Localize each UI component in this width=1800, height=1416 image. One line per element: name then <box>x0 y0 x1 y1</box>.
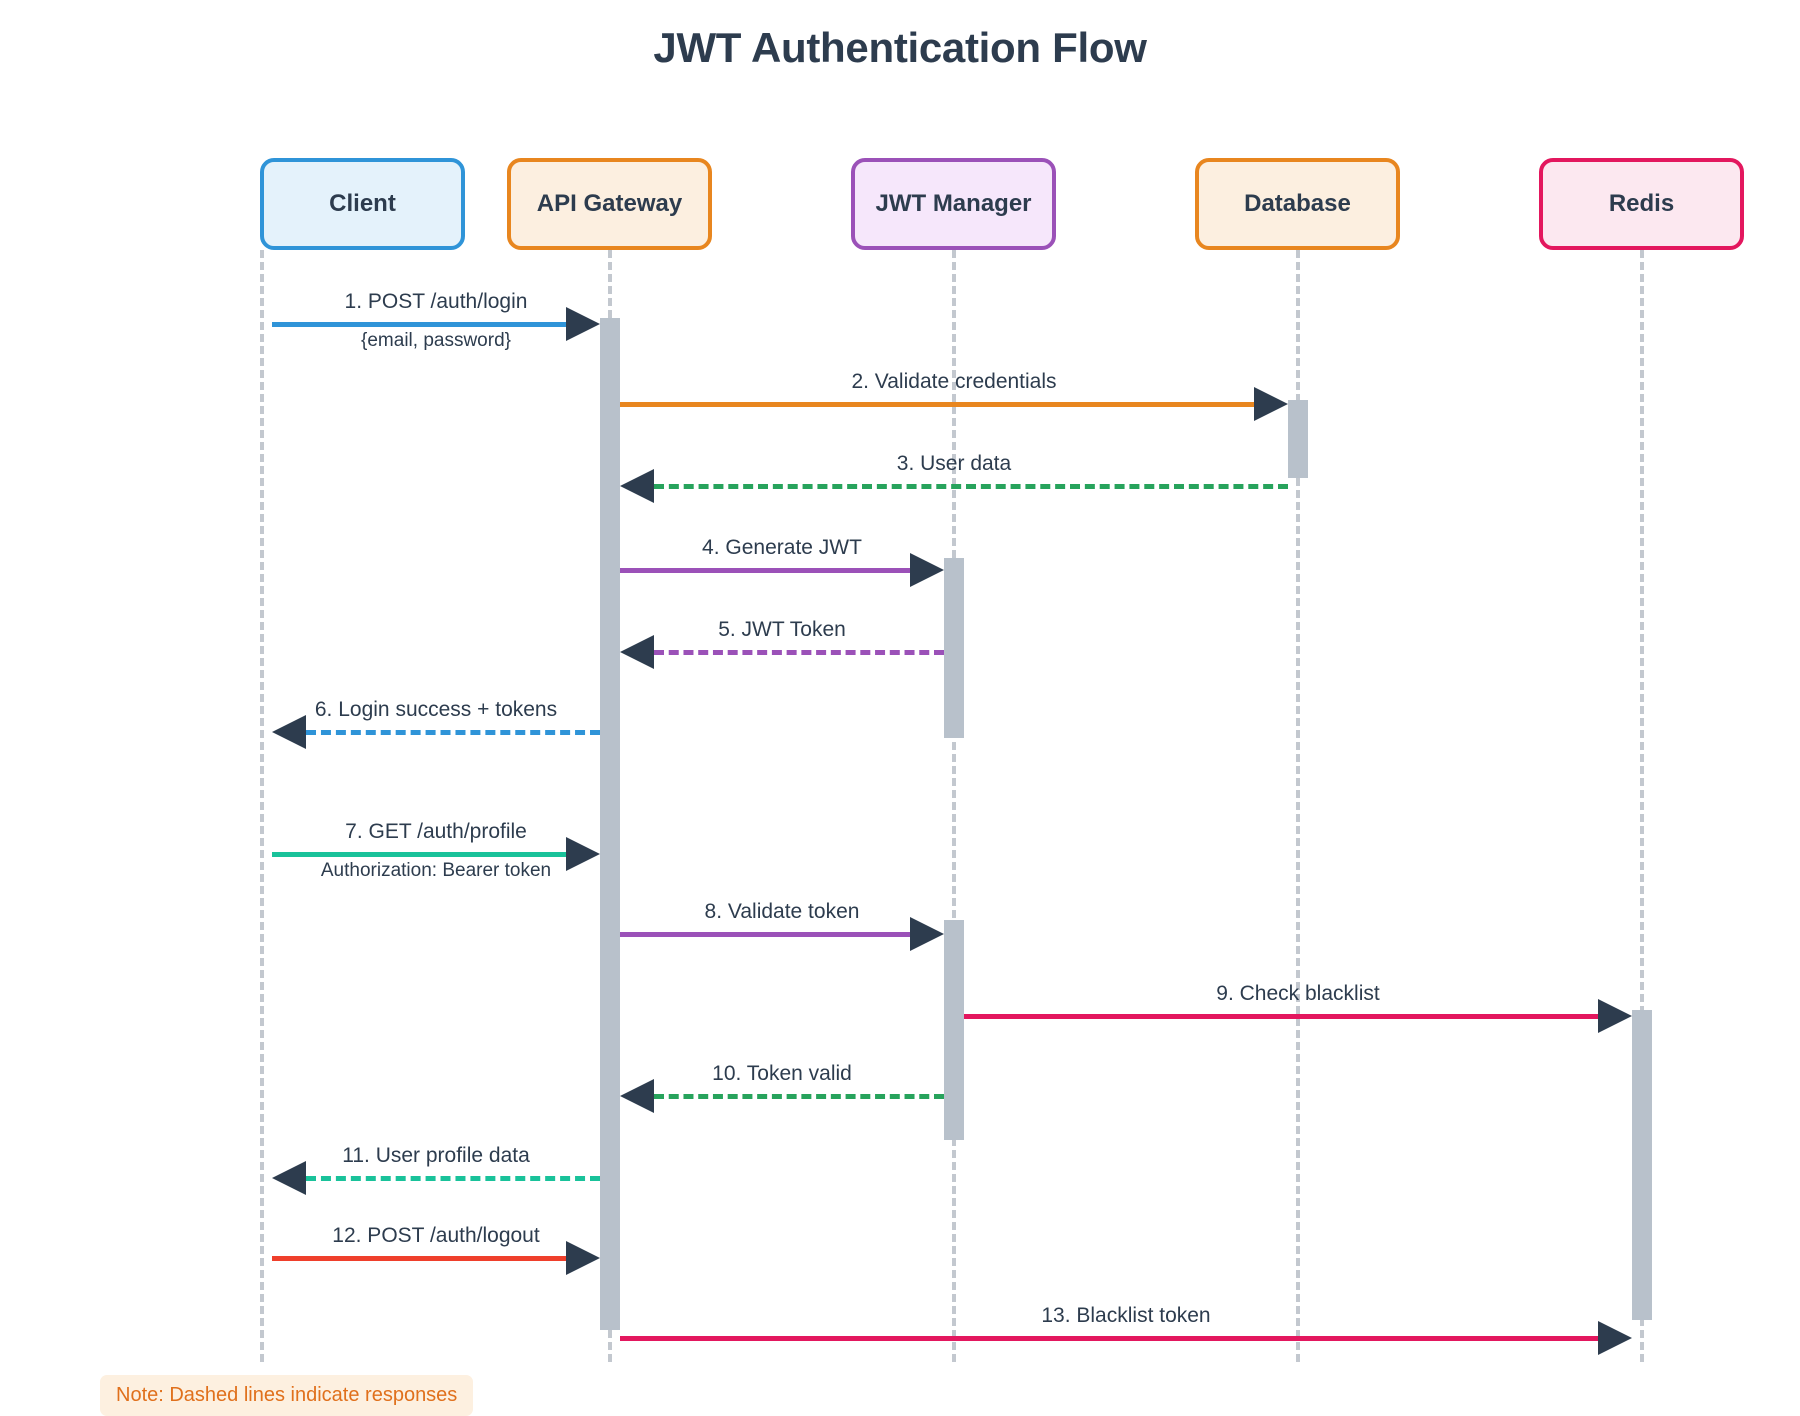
message-4-line <box>620 568 910 573</box>
message-4-arrowhead <box>910 553 944 587</box>
participant-label-redis: Redis <box>1608 190 1675 217</box>
message-9-label: 9. Check blacklist <box>1216 982 1380 1005</box>
message-7-line <box>272 852 566 857</box>
message-11-line <box>306 1176 600 1181</box>
participant-label-database: Database <box>1244 190 1351 217</box>
message-13-arrowhead <box>1598 1321 1632 1355</box>
message-9-line <box>964 1014 1598 1019</box>
message-7-arrowhead <box>566 837 600 871</box>
message-3-line <box>654 484 1288 489</box>
activation-bar-api-gateway <box>600 318 620 1330</box>
lifeline-database <box>1296 250 1300 1362</box>
message-12-label: 12. POST /auth/logout <box>332 1224 540 1247</box>
message-6-label: 6. Login success + tokens <box>314 698 558 721</box>
participant-redis[interactable]: Redis <box>1539 158 1744 250</box>
message-1-label: 1. POST /auth/login <box>344 290 528 313</box>
message-1-arrowhead <box>566 307 600 341</box>
message-11-label: 11. User profile data <box>342 1144 530 1167</box>
message-12-arrowhead <box>566 1241 600 1275</box>
message-10-arrowhead <box>620 1079 654 1113</box>
participant-label-api-gateway: API Gateway <box>536 190 683 217</box>
message-8-label: 8. Validate token <box>704 900 860 923</box>
message-7-label: 7. GET /auth/profile <box>345 820 527 843</box>
participant-jwt-manager[interactable]: JWT Manager <box>851 158 1056 250</box>
message-9-arrowhead <box>1598 999 1632 1033</box>
participant-api-gateway[interactable]: API Gateway <box>507 158 712 250</box>
message-6-arrowhead <box>272 715 306 749</box>
message-10-line <box>654 1094 944 1099</box>
lifeline-redis <box>1640 250 1644 1362</box>
participant-database[interactable]: Database <box>1195 158 1400 250</box>
message-11-arrowhead <box>272 1161 306 1195</box>
message-2-line <box>620 402 1254 407</box>
lifeline-jwt-manager <box>952 250 956 1362</box>
message-12-line <box>272 1256 566 1261</box>
message-2-arrowhead <box>1254 387 1288 421</box>
message-5-line <box>654 650 944 655</box>
participant-label-jwt-manager: JWT Manager <box>875 190 1032 217</box>
participant-label-client: Client <box>329 190 396 217</box>
activation-bar-redis <box>1632 1010 1652 1320</box>
message-3-arrowhead <box>620 469 654 503</box>
message-13-label: 13. Blacklist token <box>1041 1304 1211 1327</box>
activation-bar-jwt-manager <box>944 558 964 738</box>
participant-client[interactable]: Client <box>260 158 465 250</box>
message-6-line <box>306 730 600 735</box>
message-4-label: 4. Generate JWT <box>702 536 862 559</box>
legend-note: Note: Dashed lines indicate responses <box>100 1375 474 1416</box>
message-5-arrowhead <box>620 635 654 669</box>
message-10-label: 10. Token valid <box>712 1062 852 1085</box>
message-7-sublabel: Authorization: Bearer token <box>320 860 552 881</box>
message-5-label: 5. JWT Token <box>718 618 846 641</box>
message-3-label: 3. User data <box>896 452 1012 475</box>
message-2-label: 2. Validate credentials <box>851 370 1057 393</box>
message-1-sublabel: {email, password} <box>361 330 511 351</box>
message-8-line <box>620 932 910 937</box>
page-title: JWT Authentication Flow <box>653 24 1147 71</box>
activation-bar-jwt-manager <box>944 920 964 1140</box>
message-8-arrowhead <box>910 917 944 951</box>
message-1-line <box>272 322 566 327</box>
activation-bar-database <box>1288 400 1308 478</box>
lifeline-client <box>260 250 264 1362</box>
message-13-line <box>620 1336 1598 1341</box>
